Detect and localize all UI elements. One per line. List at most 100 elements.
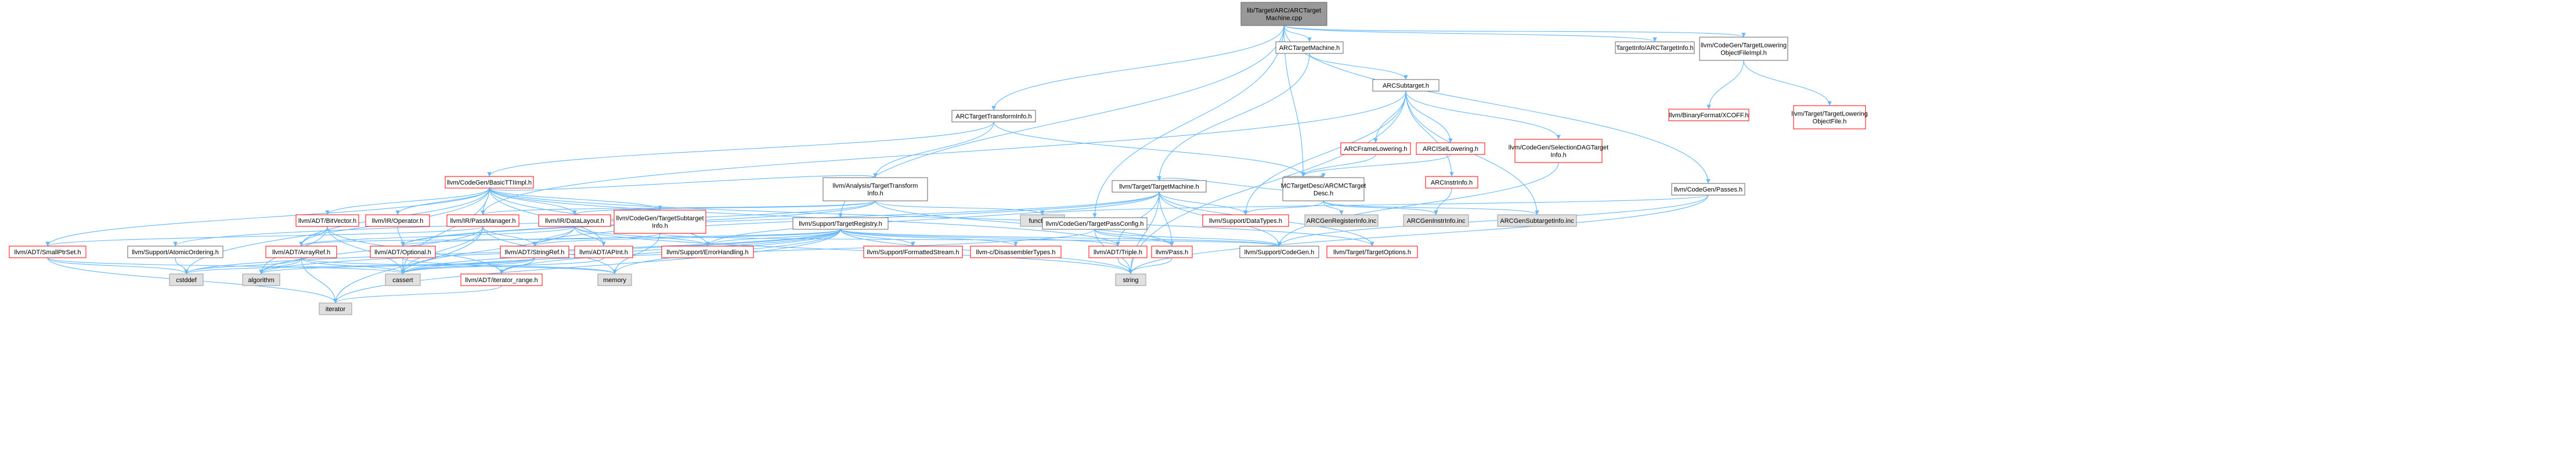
edge-arrayref-to-iterator <box>301 257 338 304</box>
node-targetmachine[interactable]: llvm/Target/TargetMachine.h <box>1112 180 1207 193</box>
node-geninstr: ARCGenInstrInfo.inc <box>1403 214 1469 227</box>
node-instrinfo-box <box>1425 176 1478 189</box>
node-operator[interactable]: llvm/IR/Operator.h <box>365 214 430 227</box>
edge-atomicorder-to-cstddef <box>175 257 189 275</box>
node-arctti[interactable]: ARCTargetTransformInfo.h <box>951 110 1036 122</box>
node-subtarget[interactable]: ARCSubtarget.h <box>1372 79 1439 92</box>
node-tti[interactable]: TargetInfo/ARCTargetInfo.h <box>1615 41 1695 54</box>
node-formatted-box <box>863 246 963 258</box>
node-datatypes[interactable]: llvm/Support/DataTypes.h <box>1202 214 1289 227</box>
edge-analysistti-to-datalayout <box>572 200 876 215</box>
node-targetmachine-label: llvm/Target/TargetMachine.h <box>1119 183 1199 190</box>
node-pass-label: llvm/Pass.h <box>1156 249 1188 256</box>
node-passmanager[interactable]: llvm/IR/PassManager.h <box>446 214 519 227</box>
node-analysistti-box <box>822 177 928 201</box>
node-basictti-label: llvm/CodeGen/BasicTTIImpl.h <box>447 179 532 186</box>
edge-tpassconfig-to-codegen <box>1094 229 1282 247</box>
node-algorithm-label: algorithm <box>248 277 274 284</box>
edge-tpassconfig-to-pass <box>1094 229 1174 247</box>
node-arrayref[interactable]: llvm/ADT/ArrayRef.h <box>265 246 337 258</box>
edge-operator-to-optional <box>397 226 405 247</box>
node-iterator: iterator <box>319 302 352 315</box>
node-tm[interactable]: ARCTargetMachine.h <box>1275 41 1344 54</box>
node-tpassconfig[interactable]: llvm/CodeGen/TargetPassConfig.h <box>1042 217 1148 230</box>
node-tm-label: ARCTargetMachine.h <box>1279 45 1340 52</box>
node-tm-box <box>1275 41 1344 54</box>
edge-basictti-to-targetoptions <box>489 187 1374 247</box>
edge-datalayout-to-apint <box>574 226 606 247</box>
edge-mcdesc-to-geninstr <box>1323 200 1438 215</box>
node-disasm[interactable]: llvm-c/DisassemblerTypes.h <box>970 246 1062 258</box>
node-subtarget-label: ARCSubtarget.h <box>1383 82 1429 89</box>
edge-root-to-arctti <box>991 25 1285 111</box>
node-smallptrset[interactable]: llvm/ADT/SmallPtrSet.h <box>9 246 86 258</box>
edge-arctti-to-analysistti <box>873 121 994 178</box>
node-atomicorder-box <box>127 246 223 258</box>
node-disasm-box <box>970 246 1062 258</box>
edge-root-to-passes <box>1283 25 1711 184</box>
node-errorhandling[interactable]: llvm/Support/ErrorHandling.h <box>661 246 754 258</box>
node-apint[interactable]: llvm/ADT/APInt.h <box>574 246 633 258</box>
node-registry[interactable]: llvm/Support/TargetRegistry.h <box>792 217 889 230</box>
node-root[interactable]: lib/Target/ARC/ARCTargetMachine.cpp <box>1240 2 1327 26</box>
node-framelow-label: ARCFrameLowering.h <box>1344 146 1408 153</box>
node-operator-label: llvm/IR/Operator.h <box>372 218 424 225</box>
edge-analysistti-to-passmanager <box>481 200 876 215</box>
node-string-box <box>1115 273 1146 286</box>
node-instrinfo-label: ARCInstrInfo.h <box>1431 179 1473 186</box>
edge-datalayout-to-arrayref <box>299 226 575 247</box>
node-registry-box <box>792 217 889 230</box>
node-codegen[interactable]: llvm/Support/CodeGen.h <box>1239 246 1319 258</box>
node-analysistti[interactable]: llvm/Analysis/TargetTransformInfo.h <box>822 177 928 201</box>
node-binfmt-label: llvm/BinaryFormat/XCOFF.h <box>1669 112 1749 119</box>
node-formatted[interactable]: llvm/Support/FormattedStream.h <box>863 246 963 258</box>
node-basictti[interactable]: llvm/CodeGen/BasicTTIImpl.h <box>445 176 534 189</box>
node-datalayout[interactable]: llvm/IR/DataLayout.h <box>538 214 611 227</box>
node-regreg: ARCGenRegisterInfo.inc <box>1304 214 1379 227</box>
node-iterator-box <box>319 302 352 315</box>
node-passes-label: llvm/CodeGen/Passes.h <box>1674 186 1742 193</box>
node-registry-label: llvm/Support/TargetRegistry.h <box>799 221 882 228</box>
node-binfmt[interactable]: llvm/BinaryFormat/XCOFF.h <box>1668 109 1749 121</box>
node-isel[interactable]: ARCISelLowering.h <box>1416 142 1485 155</box>
node-pass[interactable]: llvm/Pass.h <box>1151 246 1193 258</box>
node-iterrange-label: llvm/ADT/iterator_range.h <box>465 277 537 284</box>
node-stringref-box <box>500 246 569 258</box>
node-atomicorder-label: llvm/Support/AtomicOrdering.h <box>132 249 219 256</box>
node-passes[interactable]: llvm/CodeGen/Passes.h <box>1671 183 1745 196</box>
edge-analysistti-to-functional <box>875 200 1045 215</box>
edge-arctti-to-arch <box>993 121 1305 177</box>
node-framelow-box <box>1340 142 1411 155</box>
node-cassert-label: cassert <box>392 277 413 284</box>
node-passmanager-label: llvm/IR/PassManager.h <box>450 218 515 225</box>
node-bitvector[interactable]: llvm/ADT/BitVector.h <box>295 214 359 227</box>
node-tlof-box <box>1699 37 1788 61</box>
node-arrayref-label: llvm/ADT/ArrayRef.h <box>272 249 330 256</box>
node-mcdesc-box <box>1282 177 1365 201</box>
edge-framelow-to-arch <box>1301 154 1376 177</box>
edge-subtarget-to-datatypes <box>1243 91 1406 215</box>
node-layer: lib/Target/ARC/ARCTargetMachine.cppARCTa… <box>9 2 1868 315</box>
node-mcdesc-label: MCTargetDesc/ARCMCTarget <box>1281 183 1366 190</box>
node-framelow[interactable]: ARCFrameLowering.h <box>1340 142 1411 155</box>
node-atomicorder[interactable]: llvm/Support/AtomicOrdering.h <box>127 246 223 258</box>
node-tlof[interactable]: llvm/CodeGen/TargetLoweringObjectFileImp… <box>1699 37 1788 61</box>
node-analysistti-label: Info.h <box>867 190 883 197</box>
node-stringref[interactable]: llvm/ADT/StringRef.h <box>500 246 569 258</box>
edge-tsubinfo-to-arrayref <box>299 233 661 247</box>
node-triple[interactable]: llvm/ADT/Triple.h <box>1088 246 1148 258</box>
edge-passmanager-to-smallptrset <box>45 226 484 247</box>
node-cassert-box <box>385 273 421 286</box>
node-codegen-label: llvm/Support/CodeGen.h <box>1244 249 1314 256</box>
node-iterrange[interactable]: llvm/ADT/iterator_range.h <box>460 273 543 286</box>
node-targetoptions[interactable]: llvm/Target/TargetOptions.h <box>1326 246 1418 258</box>
node-geninstr-box <box>1403 214 1469 227</box>
node-basictti-box <box>445 176 534 189</box>
node-datalayout-box <box>538 214 611 227</box>
node-optional[interactable]: llvm/ADT/Optional.h <box>370 246 436 258</box>
node-instrinfo[interactable]: ARCInstrInfo.h <box>1425 176 1478 189</box>
